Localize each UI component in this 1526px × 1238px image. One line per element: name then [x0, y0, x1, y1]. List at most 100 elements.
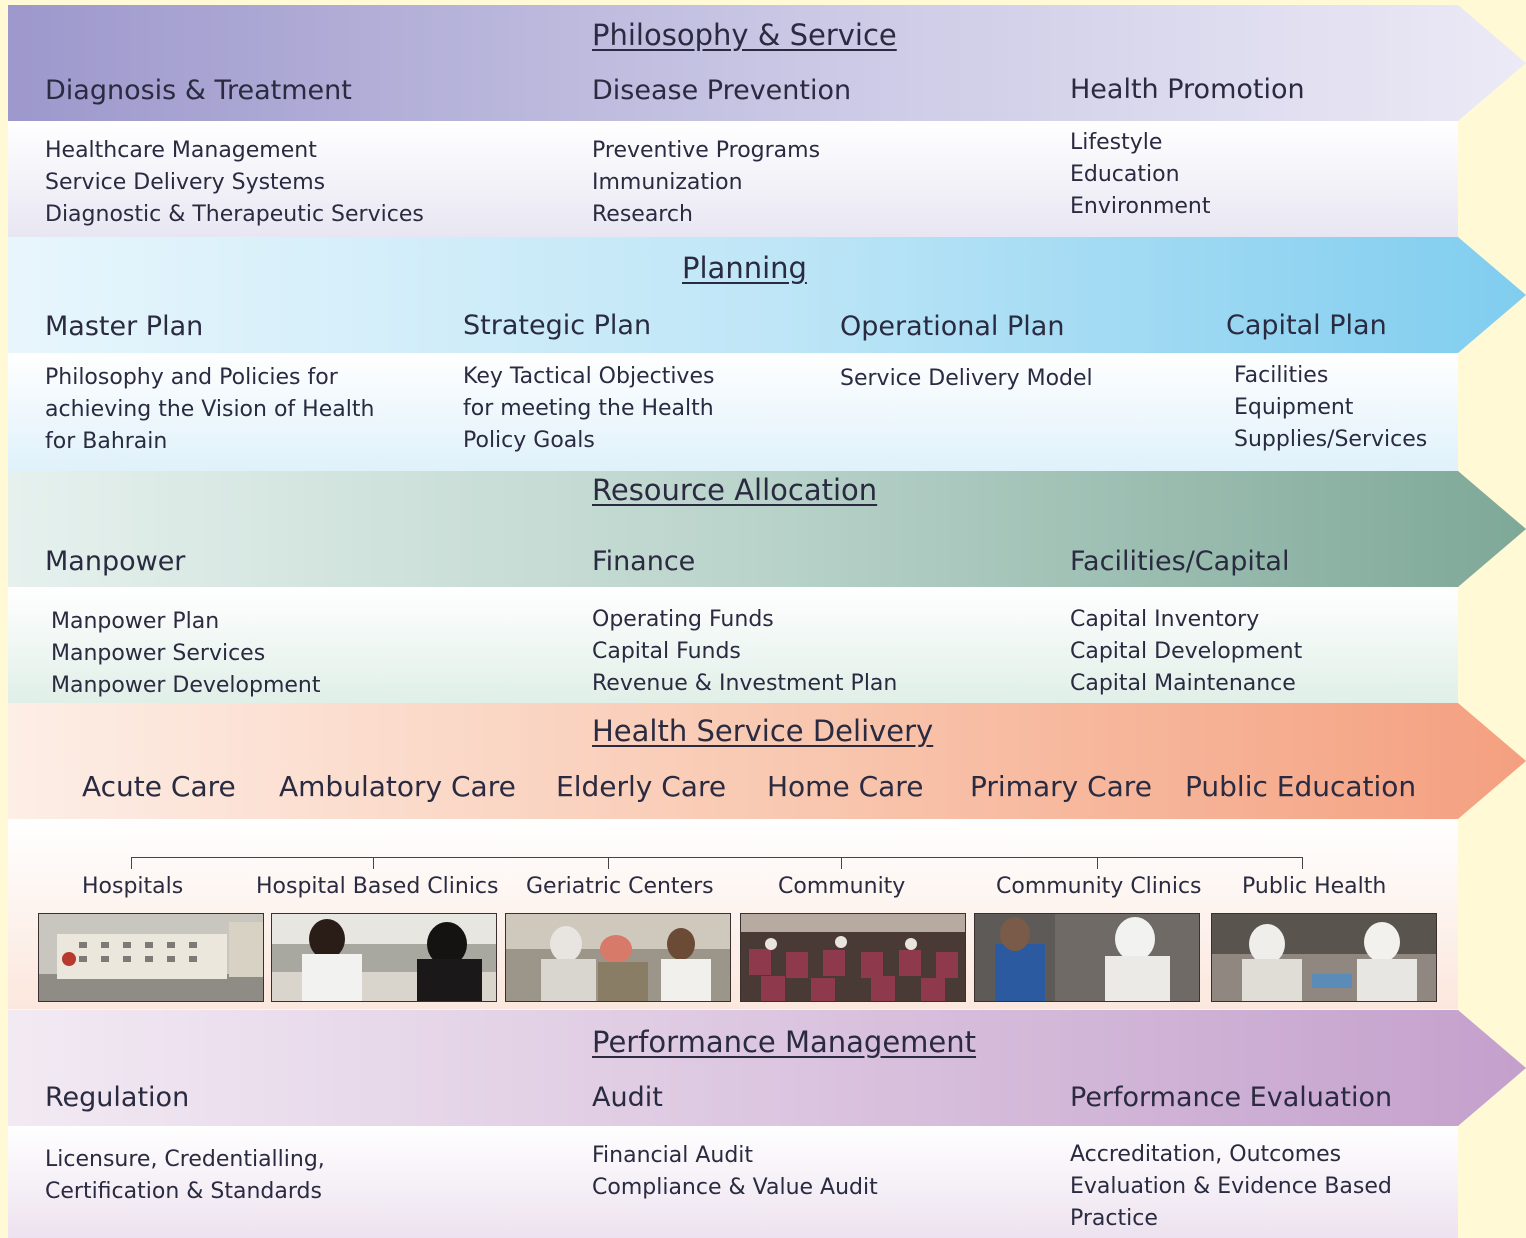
- list-item: for meeting the Health: [463, 396, 714, 421]
- list-item: Education: [1070, 162, 1180, 187]
- delivery-title: Health Service Delivery: [592, 714, 934, 748]
- list-item: Manpower Plan: [51, 609, 220, 634]
- planning-title: Planning: [682, 251, 807, 285]
- list-item: Capital Inventory: [1070, 607, 1260, 632]
- list-item: Environment: [1070, 194, 1211, 219]
- tree-connector-tick: [131, 857, 132, 869]
- list-item: Revenue & Investment Plan: [592, 671, 898, 696]
- item-list: Key Tactical Objectives for meeting the …: [463, 361, 714, 457]
- column-heading: Disease Prevention: [592, 75, 852, 106]
- column-heading: Audit: [592, 1082, 663, 1113]
- list-item: Lifestyle: [1070, 130, 1163, 155]
- column-heading: Strategic Plan: [463, 310, 652, 341]
- list-item: Equipment: [1234, 395, 1354, 420]
- column-heading: Master Plan: [45, 311, 204, 342]
- list-item: Diagnostic & Therapeutic Services: [45, 202, 424, 227]
- tree-connector-tick: [841, 857, 842, 869]
- column-heading: Operational Plan: [840, 311, 1065, 342]
- list-item: achieving the Vision of Health: [45, 397, 375, 422]
- resource-title: Resource Allocation: [592, 473, 878, 507]
- list-item: Accreditation, Outcomes: [1070, 1142, 1342, 1167]
- performance-section-body: [8, 1126, 1458, 1238]
- list-item: Preventive Programs: [592, 138, 821, 163]
- list-item: Healthcare Management: [45, 138, 317, 163]
- list-item: Compliance & Value Audit: [592, 1175, 878, 1200]
- list-item: Immunization: [592, 170, 743, 195]
- planning-band-arrow: [8, 237, 1526, 353]
- list-item: Capital Development: [1070, 639, 1303, 664]
- unit-label: Public Health: [1242, 874, 1387, 899]
- hospital-photo: [38, 913, 264, 1002]
- item-list: Facilities Equipment Supplies/Services: [1234, 360, 1427, 456]
- column-heading: Diagnosis & Treatment: [45, 75, 352, 106]
- list-item: Licensure, Credentialling,: [45, 1147, 325, 1172]
- philosophy-band-arrow: [8, 5, 1526, 121]
- item-list: Preventive Programs Immunization Researc…: [592, 135, 820, 231]
- item-list: Licensure, Credentialling, Certification…: [45, 1144, 325, 1208]
- unit-label: Community Clinics: [996, 874, 1202, 899]
- column-heading: Facilities/Capital: [1070, 546, 1290, 577]
- list-item: Manpower Services: [51, 641, 266, 666]
- community-photo: [740, 913, 966, 1002]
- column-heading: Capital Plan: [1226, 310, 1387, 341]
- performance-band-arrow: [8, 1010, 1526, 1126]
- unit-label: Hospital Based Clinics: [256, 874, 499, 899]
- geriatric-photo: [505, 913, 731, 1002]
- planning-section-body: [8, 353, 1458, 471]
- unit-label: Hospitals: [82, 874, 184, 899]
- list-item: for Bahrain: [45, 429, 168, 454]
- list-item: Operating Funds: [592, 607, 774, 632]
- tree-connector-tick: [373, 857, 374, 869]
- item-list: Manpower Plan Manpower Services Manpower…: [51, 606, 321, 702]
- tree-connector-tick: [608, 857, 609, 869]
- philosophy-title: Philosophy & Service: [592, 18, 897, 52]
- column-heading: Regulation: [45, 1082, 190, 1113]
- list-item: Evaluation & Evidence Based: [1070, 1174, 1392, 1199]
- public-health-photo: [1211, 913, 1437, 1002]
- item-list: Service Delivery Model: [840, 363, 1093, 395]
- care-type-label: Public Education: [1185, 770, 1417, 803]
- column-heading: Performance Evaluation: [1070, 1082, 1393, 1113]
- performance-title: Performance Management: [592, 1025, 977, 1059]
- list-item: Key Tactical Objectives: [463, 364, 715, 389]
- column-heading: Manpower: [45, 546, 186, 577]
- column-heading: Finance: [592, 546, 696, 577]
- list-item: Research: [592, 202, 693, 227]
- item-list: Financial Audit Compliance & Value Audit: [592, 1140, 878, 1204]
- care-type-label: Elderly Care: [556, 770, 727, 803]
- list-item: Philosophy and Policies for: [45, 365, 338, 390]
- list-item: Service Delivery Systems: [45, 170, 326, 195]
- delivery-band-arrow: [8, 703, 1526, 819]
- unit-label: Geriatric Centers: [526, 874, 714, 899]
- item-list: Accreditation, Outcomes Evaluation & Evi…: [1070, 1139, 1392, 1235]
- item-list: Lifestyle Education Environment: [1070, 127, 1210, 223]
- item-list: Philosophy and Policies for achieving th…: [45, 362, 374, 458]
- list-item: Manpower Development: [51, 673, 321, 698]
- list-item: Capital Funds: [592, 639, 741, 664]
- column-heading: Health Promotion: [1070, 74, 1305, 105]
- unit-label: Community: [778, 874, 906, 899]
- clinic-photo: [271, 913, 497, 1002]
- list-item: Capital Maintenance: [1070, 671, 1296, 696]
- care-type-label: Home Care: [767, 770, 924, 803]
- list-item: Certification & Standards: [45, 1179, 322, 1204]
- community-clinic-photo: [974, 913, 1200, 1002]
- tree-connector-tick: [1302, 857, 1303, 869]
- care-type-label: Primary Care: [970, 770, 1152, 803]
- care-type-label: Acute Care: [82, 770, 236, 803]
- list-item: Practice: [1070, 1206, 1158, 1231]
- list-item: Facilities: [1234, 363, 1329, 388]
- tree-connector-horizontal: [131, 857, 1303, 858]
- care-type-label: Ambulatory Care: [279, 770, 516, 803]
- philosophy-section-body: [8, 121, 1458, 237]
- item-list: Operating Funds Capital Funds Revenue & …: [592, 604, 897, 700]
- resource-section-body: [8, 587, 1458, 703]
- list-item: Supplies/Services: [1234, 427, 1428, 452]
- tree-connector-tick: [1097, 857, 1098, 869]
- item-list: Capital Inventory Capital Development Ca…: [1070, 604, 1302, 700]
- resource-band-arrow: [8, 471, 1526, 587]
- list-item: Policy Goals: [463, 428, 595, 453]
- list-item: Service Delivery Model: [840, 366, 1093, 391]
- list-item: Financial Audit: [592, 1143, 754, 1168]
- item-list: Healthcare Management Service Delivery S…: [45, 135, 424, 231]
